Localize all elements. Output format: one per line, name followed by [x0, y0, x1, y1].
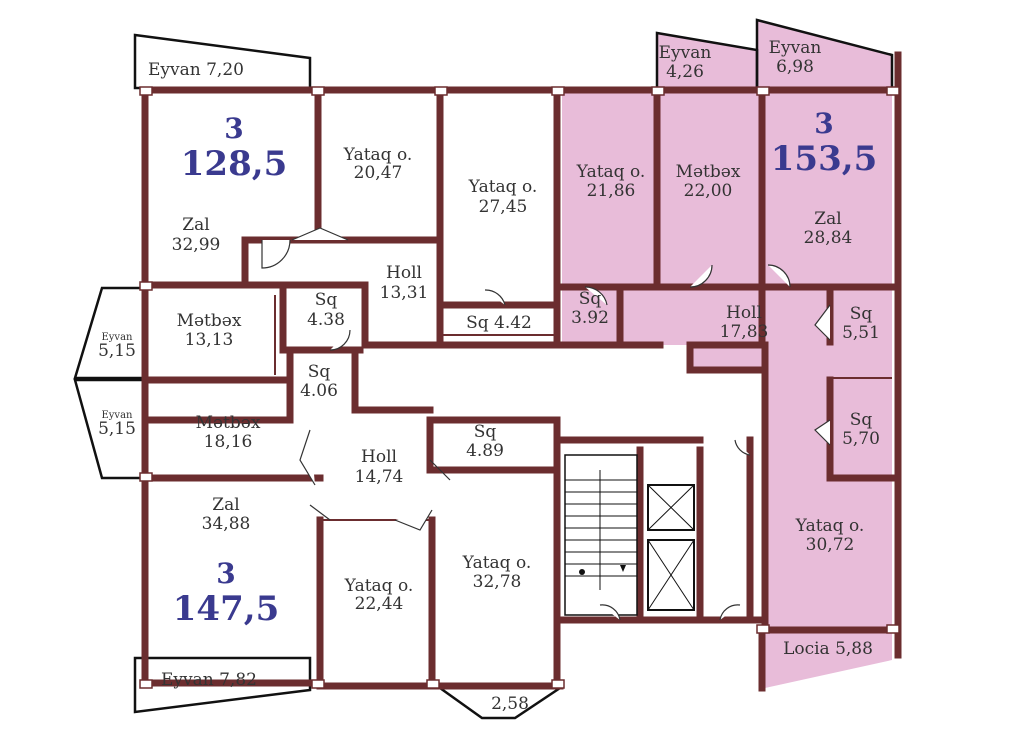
room-area: 5,51 — [842, 323, 880, 343]
room-label: Yataq o. — [344, 576, 414, 596]
room-area: 3.92 — [571, 308, 609, 328]
room-area: 4.89 — [466, 441, 504, 461]
room-area: 14,74 — [355, 467, 404, 487]
apartment-area: 147,5 — [173, 589, 279, 629]
room-label: Yataq o. — [795, 516, 865, 536]
room-area: 17,83 — [720, 322, 769, 342]
room-area: 4,26 — [666, 62, 704, 82]
room-label: Eyvan — [769, 38, 822, 58]
room-label: Locia 5,88 — [783, 639, 873, 659]
apartment-label-3: 3 147,5 — [173, 557, 279, 629]
room-area: 13,13 — [185, 330, 234, 350]
room-label: Sq — [474, 422, 497, 442]
apartment-rooms: 3 — [216, 557, 235, 590]
room-area: 30,72 — [806, 535, 855, 555]
room-area: 5,70 — [842, 429, 880, 449]
room-area: 21,86 — [587, 181, 636, 201]
room-label: Holl — [726, 303, 762, 323]
room-area: 32,78 — [473, 572, 522, 592]
room-label: Eyvan 7,82 — [161, 670, 257, 690]
room-area: 6,98 — [776, 57, 814, 77]
room-label: Mətbəx — [196, 413, 261, 433]
room-label: Zal — [814, 209, 841, 229]
room-area: 22,44 — [355, 594, 404, 614]
room-label: Sq — [850, 304, 873, 324]
apartment-rooms: 3 — [224, 112, 243, 145]
room-area: 18,16 — [204, 432, 253, 452]
room-area: 34,88 — [202, 514, 251, 534]
highlighted-apartment — [562, 20, 892, 688]
room-label: Mətbəx — [177, 311, 242, 331]
room-area: 2,58 — [491, 694, 529, 714]
room-labels: Eyvan 7,20 Yataq o. 20,47 Yataq o. 27,45… — [98, 38, 880, 714]
room-label: Sq — [308, 362, 331, 382]
room-label: Sq 4.42 — [466, 313, 532, 333]
room-label: Sq — [850, 410, 873, 430]
room-label: Holl — [361, 447, 397, 467]
room-area: 20,47 — [354, 163, 403, 183]
room-label: Mətbəx — [676, 162, 741, 182]
elevators — [647, 484, 695, 611]
room-label: Yataq o. — [468, 177, 538, 197]
room-area: 4.06 — [300, 381, 338, 401]
room-label: Yataq o. — [462, 553, 532, 573]
room-area: 5,15 — [98, 341, 136, 361]
room-label: Yataq o. — [576, 162, 646, 182]
room-label: Eyvan 7,20 — [148, 60, 244, 80]
room-area: 22,00 — [684, 181, 733, 201]
apartment-rooms: 3 — [814, 107, 833, 140]
room-label: Holl — [386, 263, 422, 283]
room-label: Eyvan — [101, 332, 133, 343]
room-area: 13,31 — [380, 283, 429, 303]
room-label: Sq — [315, 290, 338, 310]
balconies — [73, 18, 894, 720]
room-area: 4.38 — [307, 310, 345, 330]
apartment-label-2: 3 153,5 — [771, 107, 877, 179]
room-label: Eyvan — [659, 43, 712, 63]
stairwell — [564, 454, 638, 616]
apartment-label-1: 3 128,5 — [181, 112, 287, 184]
room-label: Zal — [212, 495, 239, 515]
doors — [261, 227, 831, 621]
room-area: 27,45 — [479, 197, 528, 217]
apartment-area: 153,5 — [771, 139, 877, 179]
room-area: 32,99 — [172, 235, 221, 255]
room-area: 28,84 — [804, 228, 853, 248]
room-label: Zal — [182, 215, 209, 235]
room-label: Eyvan — [101, 410, 133, 421]
room-label: Sq — [579, 289, 602, 309]
room-area: 5,15 — [98, 419, 136, 439]
windows — [139, 86, 900, 689]
room-label: Yataq o. — [343, 145, 413, 165]
apartment-area: 128,5 — [181, 144, 287, 184]
